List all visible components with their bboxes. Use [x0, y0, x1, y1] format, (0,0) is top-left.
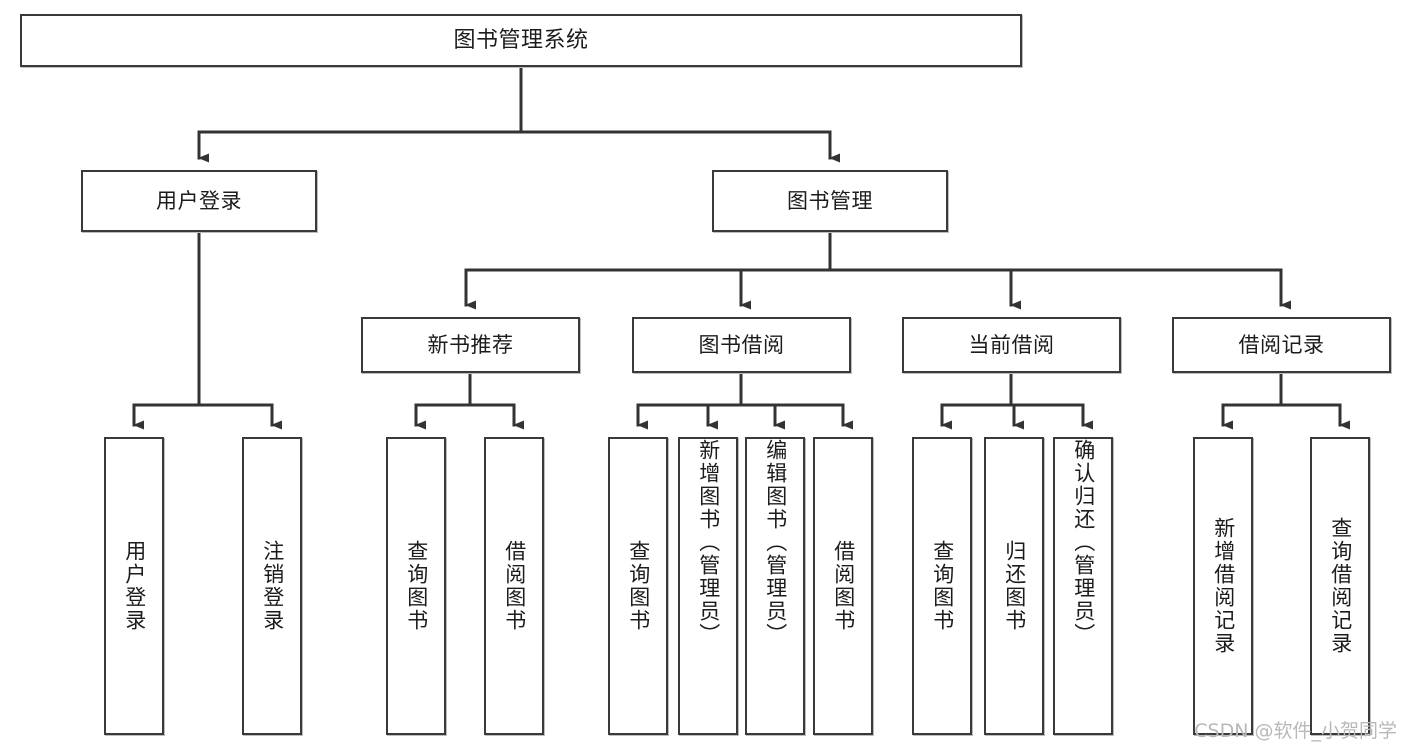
node-leaf-user-logout-label: 注销登录: [260, 540, 285, 632]
node-leaf-edit-book-admin[interactable]: 编辑图书（管理员）: [745, 437, 805, 735]
node-new-book-recommend[interactable]: 新书推荐: [361, 317, 580, 373]
node-leaf-borrow-book-bb-label: 借阅图书: [831, 540, 856, 632]
node-leaf-borrow-book-bb[interactable]: 借阅图书: [813, 437, 873, 735]
node-leaf-borrow-book-nbr-label: 借阅图书: [502, 540, 527, 632]
node-current-borrow[interactable]: 当前借阅: [902, 317, 1121, 373]
node-leaf-query-borrow-record-label: 查询借阅记录: [1328, 517, 1353, 655]
node-leaf-confirm-return-admin-label: 确认归还（管理员）: [1071, 439, 1096, 646]
node-leaf-user-login-label: 用户登录: [122, 540, 147, 632]
node-leaf-query-book-bb[interactable]: 查询图书: [608, 437, 668, 735]
node-leaf-user-logout[interactable]: 注销登录: [242, 437, 302, 735]
node-leaf-query-book-nbr[interactable]: 查询图书: [386, 437, 446, 735]
node-leaf-query-book-nbr-label: 查询图书: [404, 540, 429, 632]
node-book-borrow-label: 图书借阅: [698, 332, 785, 357]
csdn-watermark: CSDN @软件_小贺同学: [1194, 720, 1397, 742]
node-leaf-add-book-admin[interactable]: 新增图书（管理员）: [678, 437, 738, 735]
node-user-login-label: 用户登录: [156, 188, 242, 213]
node-user-login[interactable]: 用户登录: [81, 170, 317, 232]
node-book-borrow[interactable]: 图书借阅: [632, 317, 851, 373]
node-leaf-return-book[interactable]: 归还图书: [984, 437, 1044, 735]
node-leaf-query-book-cb-label: 查询图书: [930, 540, 955, 632]
node-leaf-query-book-bb-label: 查询图书: [626, 540, 651, 632]
node-leaf-add-borrow-record-label: 新增借阅记录: [1211, 517, 1236, 655]
node-leaf-edit-book-admin-label: 编辑图书（管理员）: [763, 439, 788, 646]
node-current-borrow-label: 当前借阅: [968, 332, 1055, 357]
node-leaf-return-book-label: 归还图书: [1002, 540, 1027, 632]
node-root[interactable]: 图书管理系统: [20, 14, 1022, 67]
node-leaf-add-borrow-record[interactable]: 新增借阅记录: [1193, 437, 1253, 735]
node-leaf-add-book-admin-label: 新增图书（管理员）: [696, 439, 721, 646]
node-leaf-user-login[interactable]: 用户登录: [104, 437, 164, 735]
node-book-manage[interactable]: 图书管理: [712, 170, 948, 232]
node-book-manage-label: 图书管理: [787, 188, 873, 213]
node-leaf-confirm-return-admin[interactable]: 确认归还（管理员）: [1053, 437, 1113, 735]
node-new-book-recommend-label: 新书推荐: [427, 332, 514, 357]
node-leaf-query-book-cb[interactable]: 查询图书: [912, 437, 972, 735]
node-leaf-borrow-book-nbr[interactable]: 借阅图书: [484, 437, 544, 735]
node-borrow-record[interactable]: 借阅记录: [1172, 317, 1391, 373]
node-root-label: 图书管理系统: [453, 27, 589, 53]
node-leaf-query-borrow-record[interactable]: 查询借阅记录: [1310, 437, 1370, 735]
node-borrow-record-label: 借阅记录: [1238, 332, 1325, 357]
